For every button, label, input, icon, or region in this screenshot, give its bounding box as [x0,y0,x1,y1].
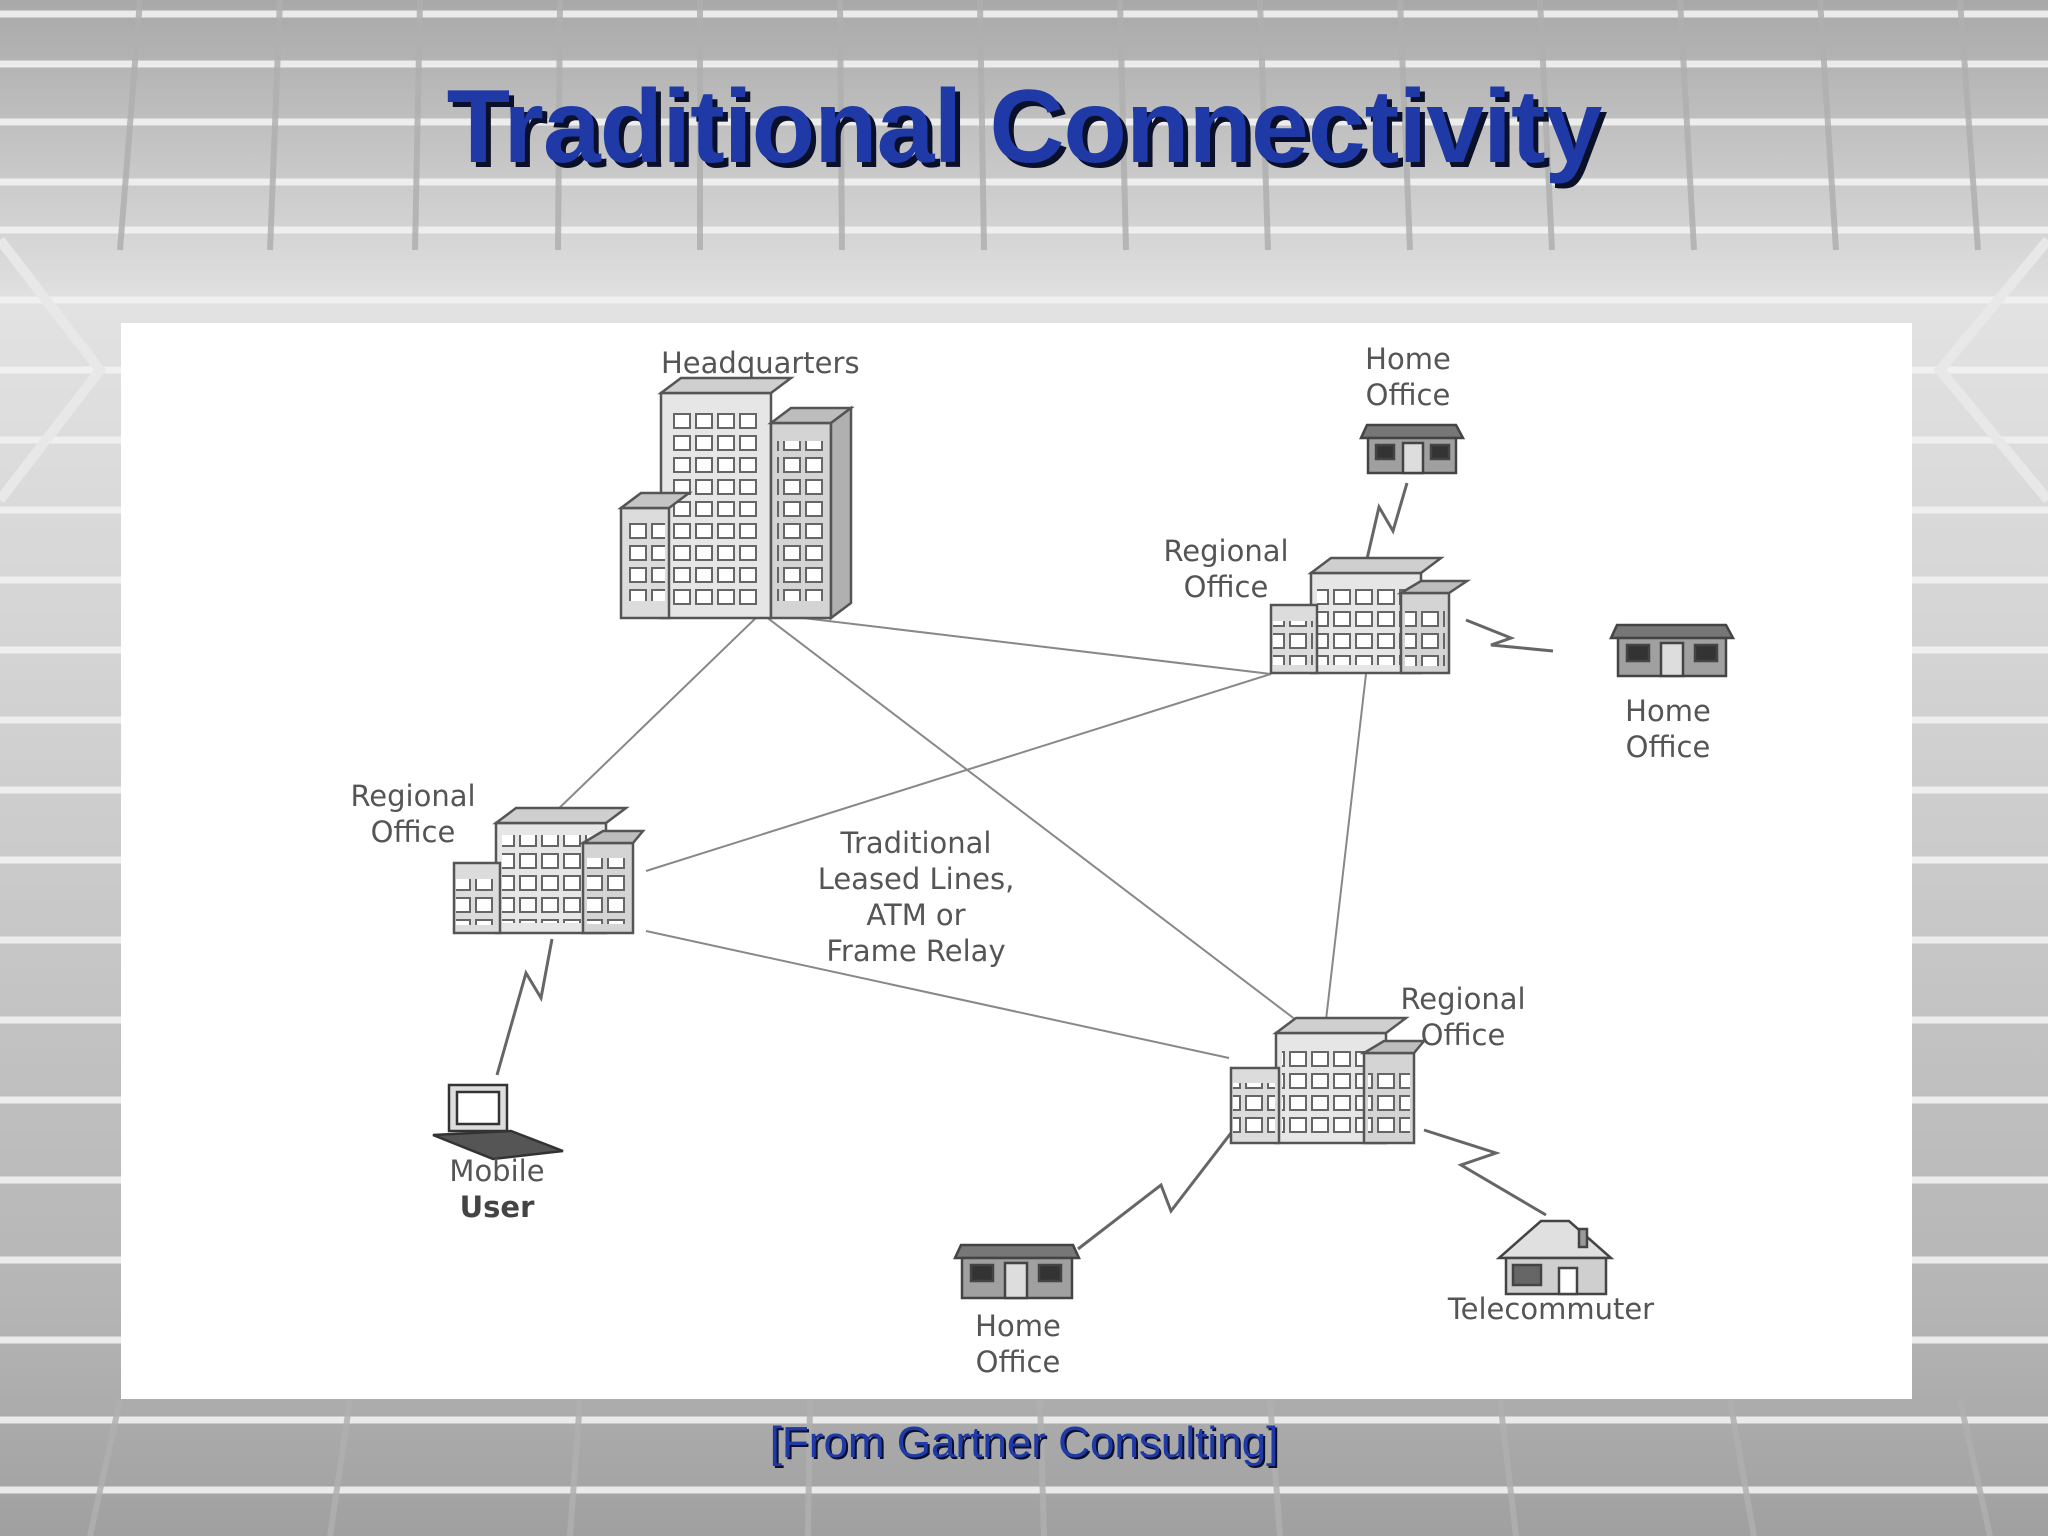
link-hq-northeast [760,612,1272,675]
wireless-link-top-home [1365,482,1409,560]
telecommuter-label-text: Telecommuter [1447,1292,1655,1326]
regional-office-northeast-line2: Office [1183,570,1269,604]
home-office-bottom-label: Home Office [963,1308,1073,1380]
network-type-label: Traditional Leased Lines, ATM or Frame R… [801,825,1031,969]
regional-office-southeast-building-icon [1229,1016,1427,1145]
home-office-bottom-house-icon [953,1243,1081,1300]
regional-office-west-line2: Office [370,815,456,849]
diagram-panel: Headquarters Home Office Regional Office… [121,323,1912,1399]
laptop-icon [432,1083,564,1161]
regional-office-west-label: Regional Office [333,778,493,850]
regional-office-southeast-label: Regional Office [1383,981,1543,1053]
telecommuter-house-icon [1495,1219,1615,1296]
network-links [550,612,1367,1059]
home-office-top-label: Home Office [1353,341,1463,413]
regional-office-northeast-label: Regional Office [1146,533,1306,605]
headquarters-building-icon [617,376,855,621]
home-office-top-line2: Office [1365,378,1451,412]
link-northeast-southeast [1325,673,1367,1021]
telecommuter-label: Telecommuter [1421,1291,1681,1327]
regional-office-southeast-line1: Regional [1400,982,1526,1016]
regional-office-northeast-line1: Regional [1163,534,1289,568]
home-office-right-line1: Home [1625,694,1711,728]
home-office-bottom-line1: Home [975,1309,1061,1343]
regional-office-southeast-line2: Office [1420,1018,1506,1052]
regional-office-northeast-building-icon [1269,556,1472,675]
link-hq-west [550,612,762,817]
mobile-user-line2: User [459,1190,535,1224]
source-caption: [From Gartner Consulting] [769,1418,1279,1467]
mobile-user-line1: Mobile [449,1154,545,1188]
network-diagram [432,376,1736,1300]
wireless-link-mobile [495,938,554,1076]
headquarters-label-text: Headquarters [661,346,860,380]
slide-title: Traditional Connectivity [446,69,1603,185]
wireless-link-right-home [1465,618,1554,653]
home-office-top-line1: Home [1365,342,1451,376]
home-office-top-house-icon [1359,423,1466,475]
wireless-link-telecommuter [1423,1128,1547,1217]
headquarters-label: Headquarters [661,345,860,381]
link-west-southeast [645,930,1230,1059]
link-hq-southeast [760,612,1297,1021]
home-office-bottom-line2: Office [975,1345,1061,1379]
regional-office-west-building-icon [452,806,646,935]
network-type-line3: ATM or [866,898,966,932]
home-office-right-label: Home Office [1613,693,1723,765]
regional-office-west-line1: Regional [350,779,476,813]
home-office-right-house-icon [1609,623,1736,678]
network-type-line1: Traditional [840,826,992,860]
network-type-line4: Frame Relay [826,934,1006,968]
wireless-link-bottom-home [1077,1132,1233,1251]
mobile-user-label: Mobile User [437,1153,557,1225]
network-type-line2: Leased Lines, [817,862,1015,896]
link-west-northeast [645,673,1272,872]
home-office-right-line2: Office [1625,730,1711,764]
